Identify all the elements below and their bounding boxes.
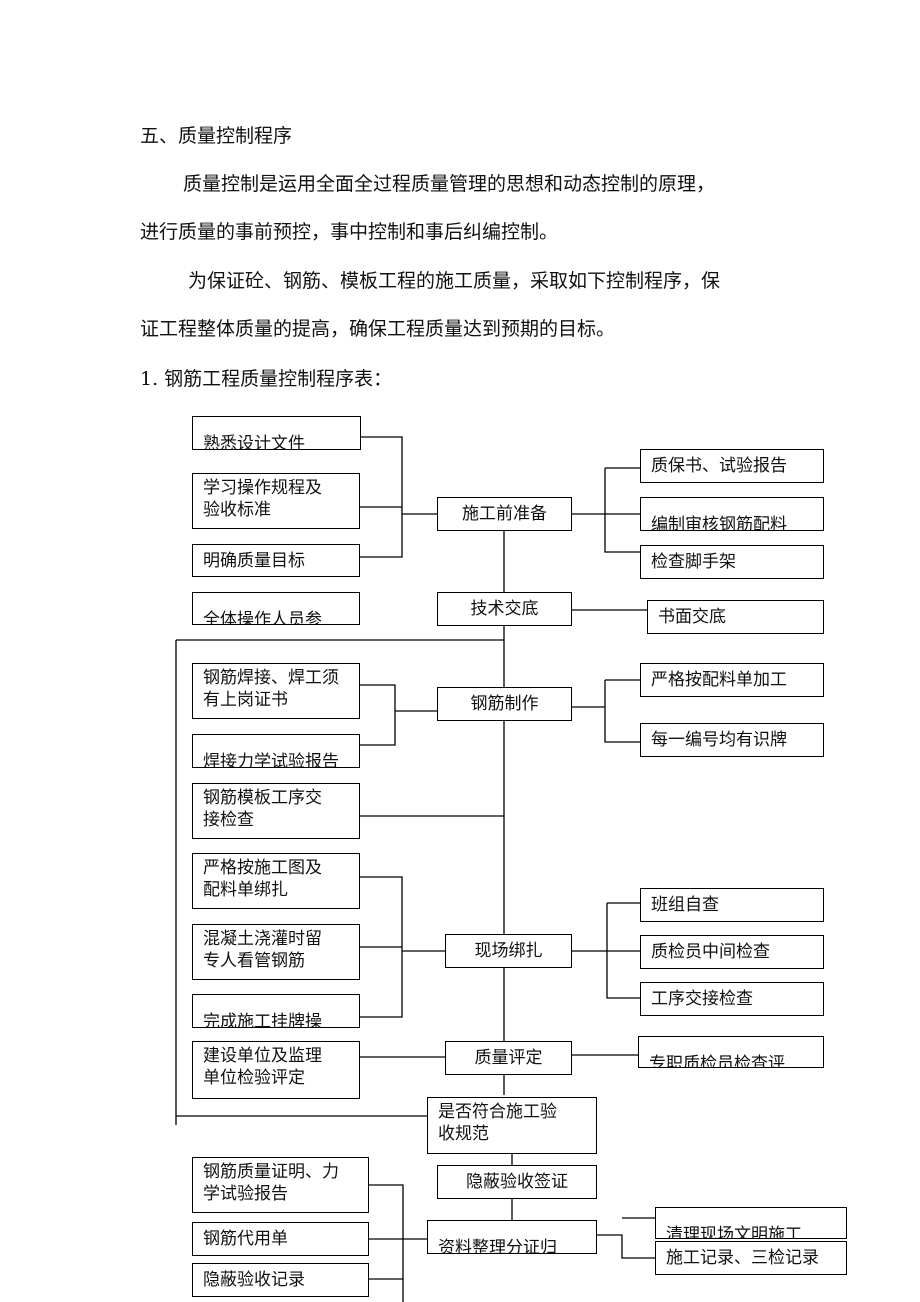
flow-box-site-tying: 现场绑扎 — [445, 934, 572, 968]
flow-box-concealed-signoff: 隐蔽验收签证 — [437, 1165, 597, 1199]
flow-box-team-self-check: 班组自查 — [640, 888, 824, 922]
flow-box-technical-briefing: 技术交底 — [437, 592, 572, 626]
flow-box-substitution-sheet: 钢筋代用单 — [192, 1222, 369, 1256]
flow-box-welding-test-report: 焊接力学试验报告 — [192, 734, 360, 768]
flow-box-spec-compliance: 是否符合施工验 收规范 — [427, 1097, 597, 1154]
paragraph-1-line-2: 进行质量的事前预控，事中控制和事后纠编控制。 — [140, 221, 559, 243]
paragraph-1-line-1: 质量控制是运用全面全过程质量管理的思想和动态控制的原理， — [183, 173, 716, 195]
flow-box-handover-check: 工序交接检查 — [640, 982, 824, 1016]
flow-box-construction-tag: 完成施工挂牌操 — [192, 994, 360, 1028]
flow-box-preparation: 施工前准备 — [437, 497, 572, 531]
flow-box-study-design-docs: 熟悉设计文件 — [192, 416, 361, 450]
paragraph-2-line-2: 证工程整体质量的提高，确保工程质量达到预期的目标。 — [140, 318, 616, 340]
flow-box-concealed-record: 隐蔽验收记录 — [192, 1263, 369, 1297]
flow-box-process-by-schedule: 严格按配料单加工 — [640, 663, 824, 697]
flow-box-study-procedures: 学习操作规程及 验收标准 — [192, 473, 360, 529]
section-heading: 五、质量控制程序 — [140, 125, 293, 147]
flow-box-numbered-tags: 每一编号均有识牌 — [640, 723, 824, 757]
flow-box-quality-evaluation: 质量评定 — [445, 1041, 572, 1075]
flow-box-owner-supervisor-evaluation: 建设单位及监理 单位检验评定 — [192, 1041, 360, 1099]
table-title: 1. 钢筋工程质量控制程序表： — [140, 368, 393, 390]
flow-box-construction-records: 施工记录、三检记录 — [655, 1241, 847, 1275]
flow-box-welding-certificate: 钢筋焊接、焊工须 有上岗证书 — [192, 663, 360, 719]
flow-box-all-operators: 全体操作人员参 — [192, 592, 360, 625]
flow-box-rebar-formwork-handover: 钢筋模板工序交 接检查 — [192, 783, 360, 839]
flow-box-quality-goal: 明确质量目标 — [192, 544, 360, 577]
flow-box-scaffold-check: 检查脚手架 — [640, 545, 824, 579]
flow-box-rebar-certificate: 钢筋质量证明、力 学试验报告 — [192, 1157, 369, 1213]
flow-box-document-filing: 资料整理分证归 — [427, 1220, 597, 1254]
flow-box-written-briefing: 书面交底 — [647, 600, 824, 634]
flow-box-rebar-fabrication: 钢筋制作 — [437, 687, 572, 721]
flow-box-quality-certificate: 质保书、试验报告 — [640, 449, 824, 483]
paragraph-2-line-1: 为保证砼、钢筋、模板工程的施工质量，采取如下控制程序，保 — [188, 270, 721, 292]
flow-box-bar-schedule-review: 编制审核钢筋配料 — [640, 497, 824, 531]
flow-box-tie-per-drawing: 严格按施工图及 配料单绑扎 — [192, 853, 360, 909]
flow-box-site-cleanup: 清理现场文明施工 — [655, 1207, 847, 1239]
flow-box-inspector-check: 质检员中间检查 — [640, 935, 824, 969]
flow-box-full-time-inspector: 专职质检员检查评 — [638, 1036, 824, 1068]
flow-box-concrete-pour-watch: 混凝土浇灌时留 专人看管钢筋 — [192, 924, 360, 980]
